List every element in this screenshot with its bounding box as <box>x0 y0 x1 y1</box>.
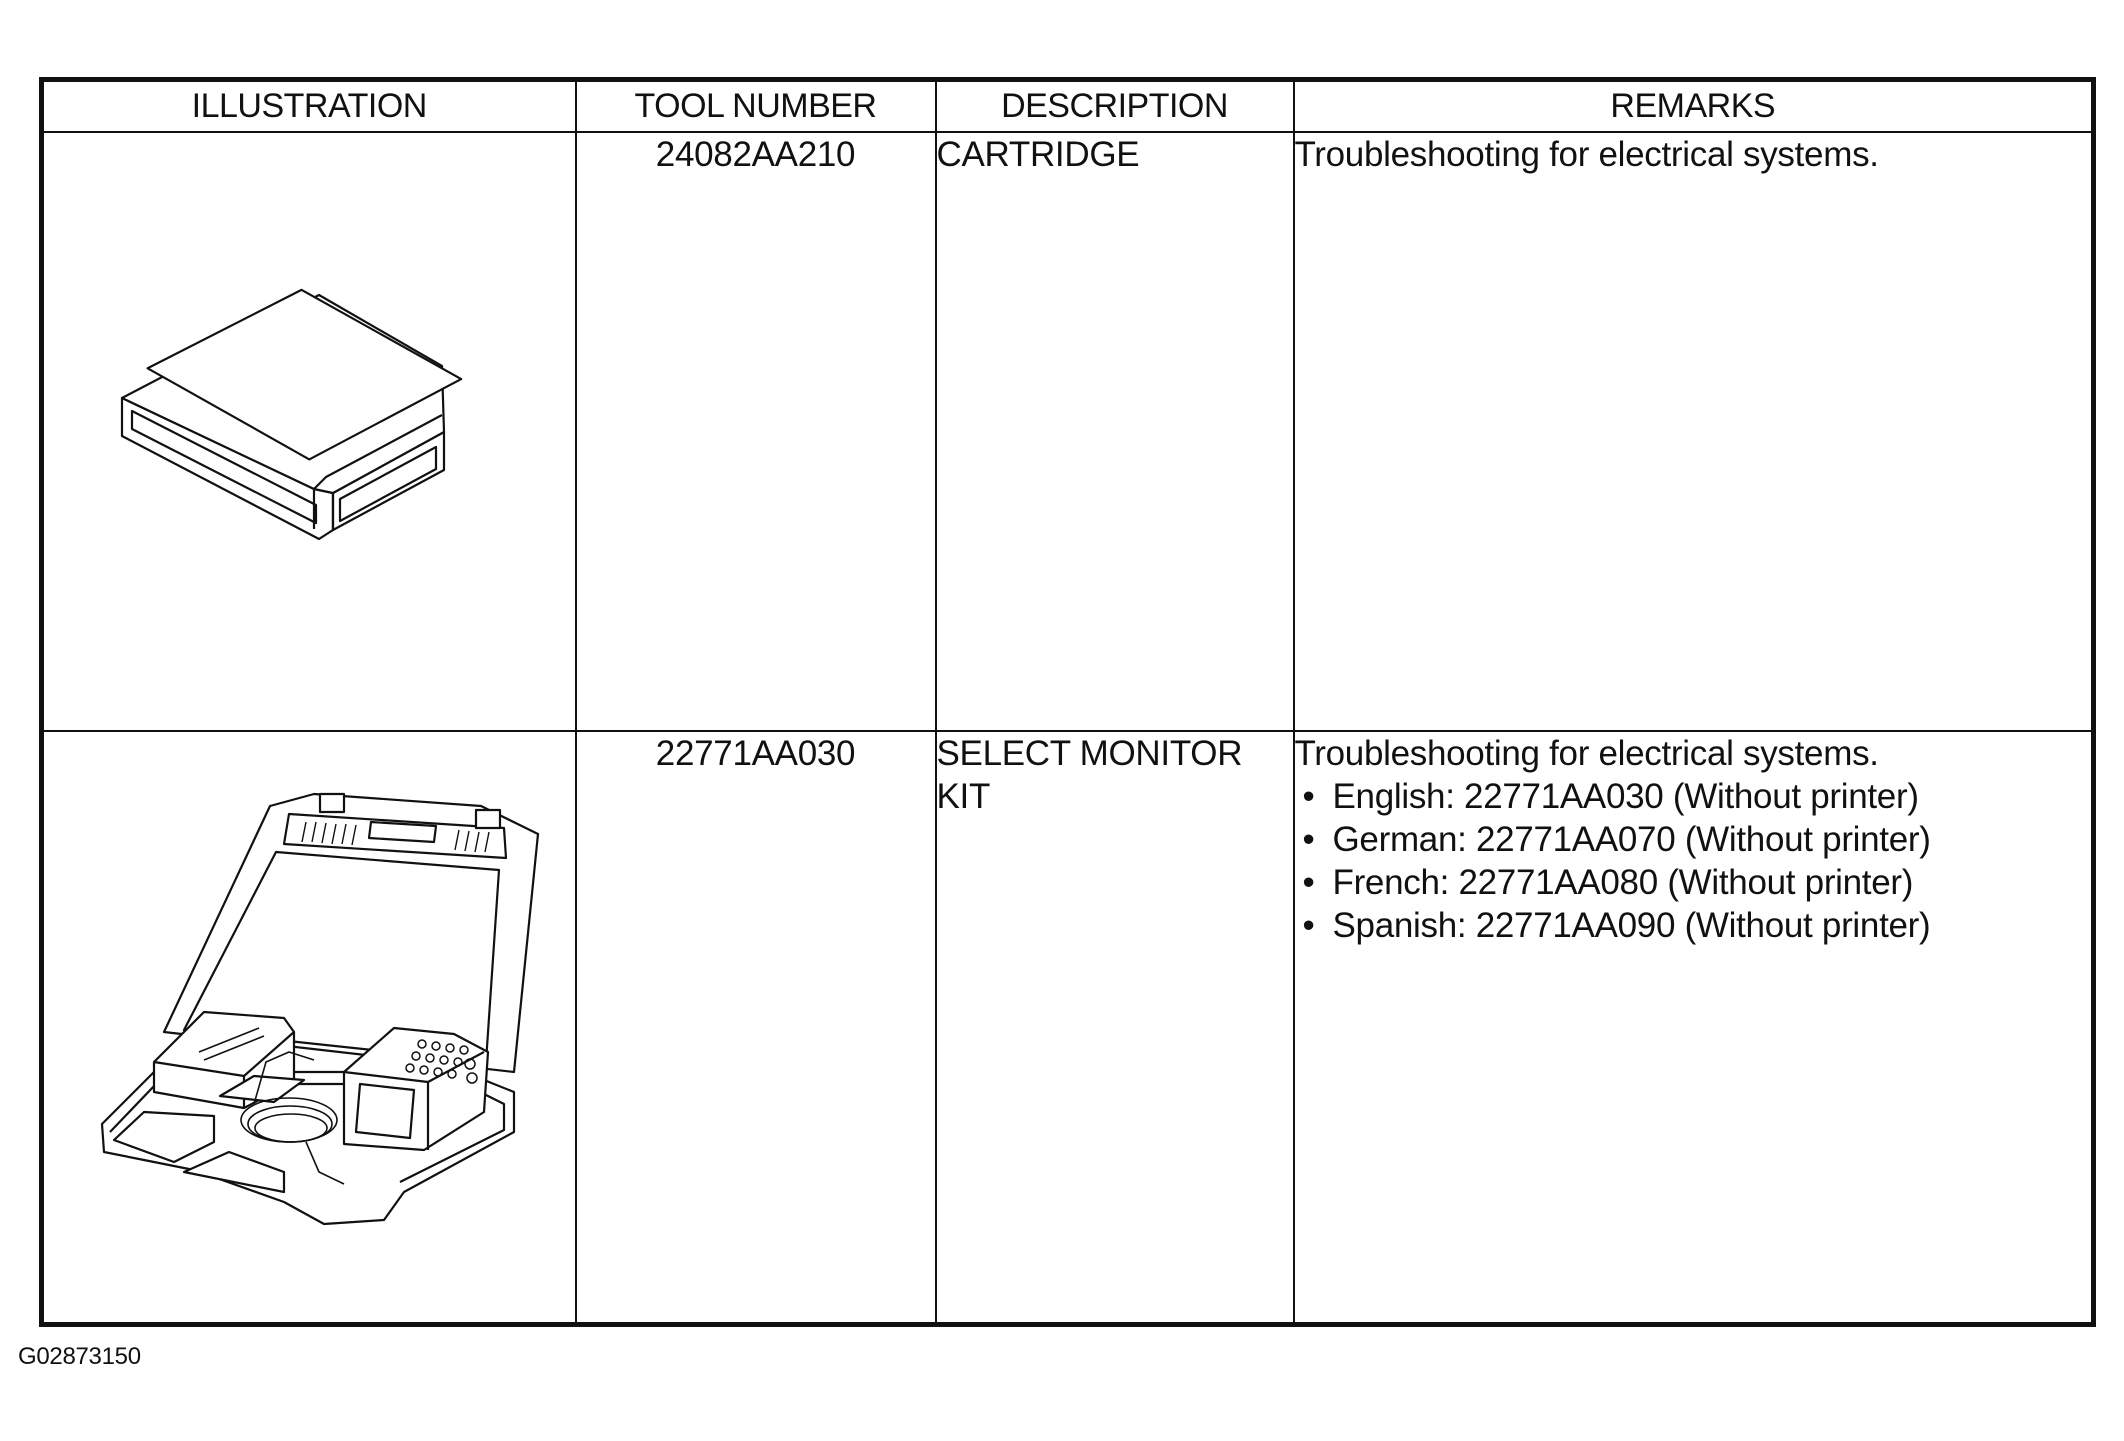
tool-number-cell: 22771AA030 <box>574 730 937 1326</box>
remarks-cell: Troubleshooting for electrical systems. … <box>1292 730 2095 1326</box>
figure-code: G02873150 <box>18 1343 141 1370</box>
table-row: 22771AA030 SELECT MONITOR KIT Troublesho… <box>40 730 2095 1326</box>
description-line: CARTRIDGE <box>936 135 1140 174</box>
bullet-icon: • <box>1302 820 1315 859</box>
description-cell: SELECT MONITOR KIT <box>934 730 1295 1326</box>
list-item-text: French: 22771AA080 (Without printer) <box>1332 863 1914 902</box>
special-tools-table: ILLUSTRATION TOOL NUMBER DESCRIPTION REM… <box>39 77 2096 1327</box>
remarks-intro: Troubleshooting for electrical systems. <box>1294 734 1880 773</box>
table-header-row: ILLUSTRATION TOOL NUMBER DESCRIPTION REM… <box>40 78 2095 133</box>
list-item-text: Spanish: 22771AA090 (Without printer) <box>1332 906 1931 945</box>
list-item-text: German: 22771AA070 (Without printer) <box>1332 820 1931 859</box>
list-item: • English: 22771AA030 (Without printer) <box>1295 775 2092 818</box>
description-line: SELECT MONITOR <box>936 734 1243 773</box>
bullet-icon: • <box>1302 777 1315 816</box>
cartridge-illustration <box>120 288 463 541</box>
remarks-intro: Troubleshooting for electrical systems. <box>1294 135 1880 174</box>
tool-number-cell: 24082AA210 <box>574 131 937 732</box>
list-item-text: English: 22771AA030 (Without printer) <box>1332 777 1919 816</box>
list-item: • French: 22771AA080 (Without printer) <box>1295 861 2092 904</box>
table-row: 24082AA210 CARTRIDGE Troubleshooting for… <box>40 131 2095 732</box>
header-tool-number: TOOL NUMBER <box>574 78 937 133</box>
select-monitor-kit-illustration <box>100 792 540 1226</box>
remarks-cell: Troubleshooting for electrical systems. <box>1292 131 2095 732</box>
bullet-icon: • <box>1302 863 1315 902</box>
illustration-cell <box>40 730 577 1326</box>
illustration-cell <box>40 131 577 732</box>
header-remarks: REMARKS <box>1292 78 2095 133</box>
list-item: • German: 22771AA070 (Without printer) <box>1295 818 2092 861</box>
language-variant-list: • English: 22771AA030 (Without printer) •… <box>1295 775 2092 947</box>
description-line: KIT <box>936 777 991 816</box>
list-item: • Spanish: 22771AA090 (Without printer) <box>1295 904 2092 947</box>
bullet-icon: • <box>1302 906 1315 945</box>
description-cell: CARTRIDGE <box>934 131 1295 732</box>
header-description: DESCRIPTION <box>934 78 1295 133</box>
header-illustration: ILLUSTRATION <box>40 78 577 133</box>
